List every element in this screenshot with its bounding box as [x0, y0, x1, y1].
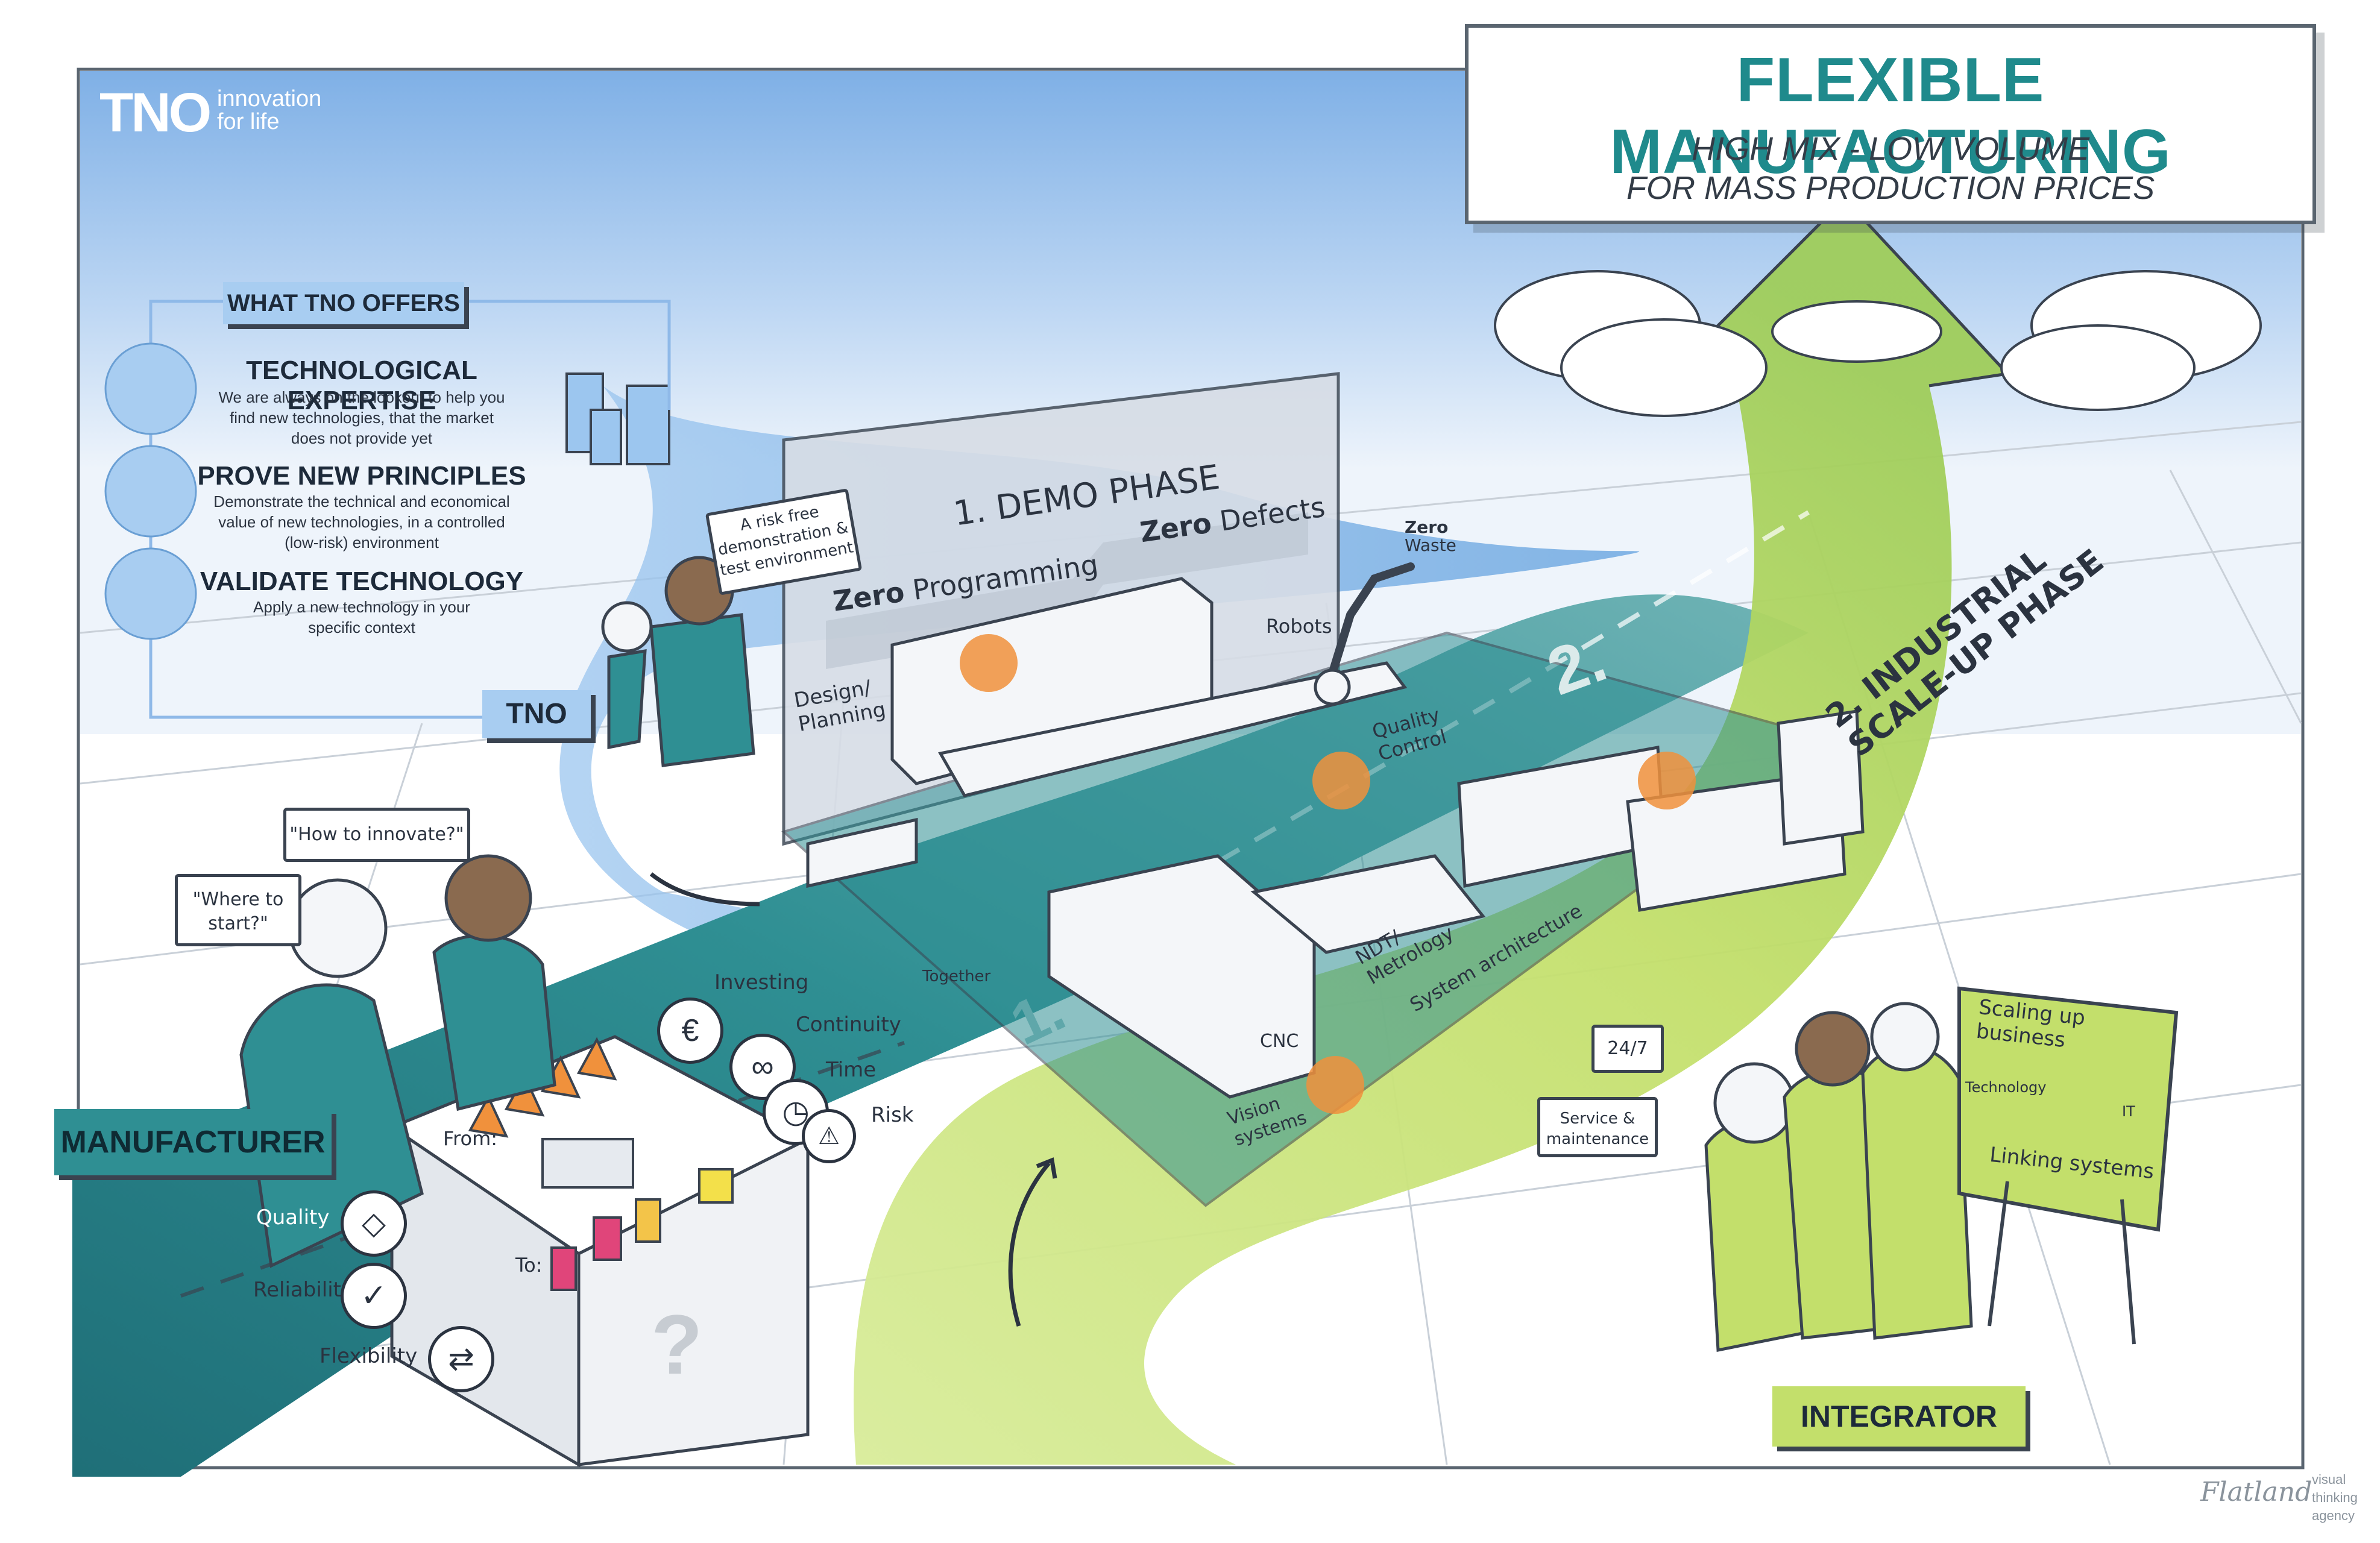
concern-risk-label: Risk — [871, 1103, 914, 1127]
subtitle-line-1: HIGH MIX - LOW VOLUME — [1691, 131, 2090, 167]
manufacturer-badge: MANUFACTURER — [54, 1109, 332, 1175]
offers-heading: WHAT TNO OFFERS — [223, 282, 464, 324]
title-box: FLEXIBLE MANUFACTURING HIGH MIX - LOW VO… — [1465, 24, 2316, 224]
concern-continuity-label: Continuity — [796, 1013, 901, 1037]
tno-badge: TNO — [482, 690, 591, 738]
speech-where-to-start: "Where to start?" — [175, 874, 301, 946]
subtitle-line-2: FOR MASS PRODUCTION PRICES — [1626, 170, 2155, 206]
euro-icon: € — [657, 998, 723, 1064]
page-title: FLEXIBLE MANUFACTURING — [1610, 45, 2171, 187]
swap-arrows-icon: ⇄ — [428, 1326, 494, 1392]
service-hours-note: 24/7 — [1591, 1025, 1664, 1073]
whiteboard — [1957, 986, 2179, 1232]
concern-investing-label: Investing — [714, 970, 809, 995]
mystery-question-mark: ? — [651, 1297, 703, 1392]
speech-how-to-innovate: "How to innovate?" — [283, 808, 470, 862]
offer-title-validate: VALIDATE TECHNOLOGY — [200, 567, 524, 596]
together-label: Together — [922, 967, 991, 985]
accent-markers — [960, 634, 1696, 1114]
checkmark-icon: ✓ — [341, 1263, 407, 1329]
board-technology-label: Technology — [1965, 1079, 2047, 1096]
clouds — [1494, 270, 2262, 417]
risk-icon: ⚠ — [802, 1109, 856, 1163]
service-maintenance-note: Service & maintenance — [1537, 1097, 1658, 1157]
offer-text-principles: Demonstrate the technical and economical… — [213, 492, 510, 552]
integrator-badge: INTEGRATOR — [1772, 1386, 2026, 1447]
robots-label: Robots — [1266, 615, 1332, 638]
reliability-label: Reliability — [253, 1278, 354, 1302]
table-from-label: From: — [443, 1127, 498, 1150]
cnc-label: CNC — [1260, 1031, 1299, 1052]
table-to-label: To: — [515, 1254, 543, 1277]
tno-logo: TNO — [99, 81, 212, 145]
flexibility-label: Flexibility — [320, 1344, 418, 1368]
logo-tagline: innovation for life — [217, 86, 322, 134]
machines — [806, 577, 1865, 1099]
zero-waste-label: Zero Waste — [1405, 517, 1456, 555]
flatland-signature: Flatland — [2200, 1477, 2312, 1507]
tno-logo-mark: TNO — [99, 82, 212, 143]
integrator-people — [1704, 1002, 1973, 1353]
offer-text-expertise: We are always on the lookout to help you… — [218, 388, 505, 447]
quality-label: Quality — [256, 1205, 330, 1230]
diamond-icon: ◇ — [341, 1190, 407, 1257]
board-it-label: IT — [2122, 1103, 2135, 1120]
concern-time-label: Time — [826, 1058, 877, 1082]
agency-credit: visual thinking agency — [2312, 1472, 2358, 1523]
offer-text-validate: Apply a new technology in your specific … — [253, 598, 470, 636]
offer-title-principles: PROVE NEW PRINCIPLES — [197, 461, 526, 491]
offer-title-expertise: TECHNOLOGICAL EXPERTISE — [246, 356, 477, 415]
